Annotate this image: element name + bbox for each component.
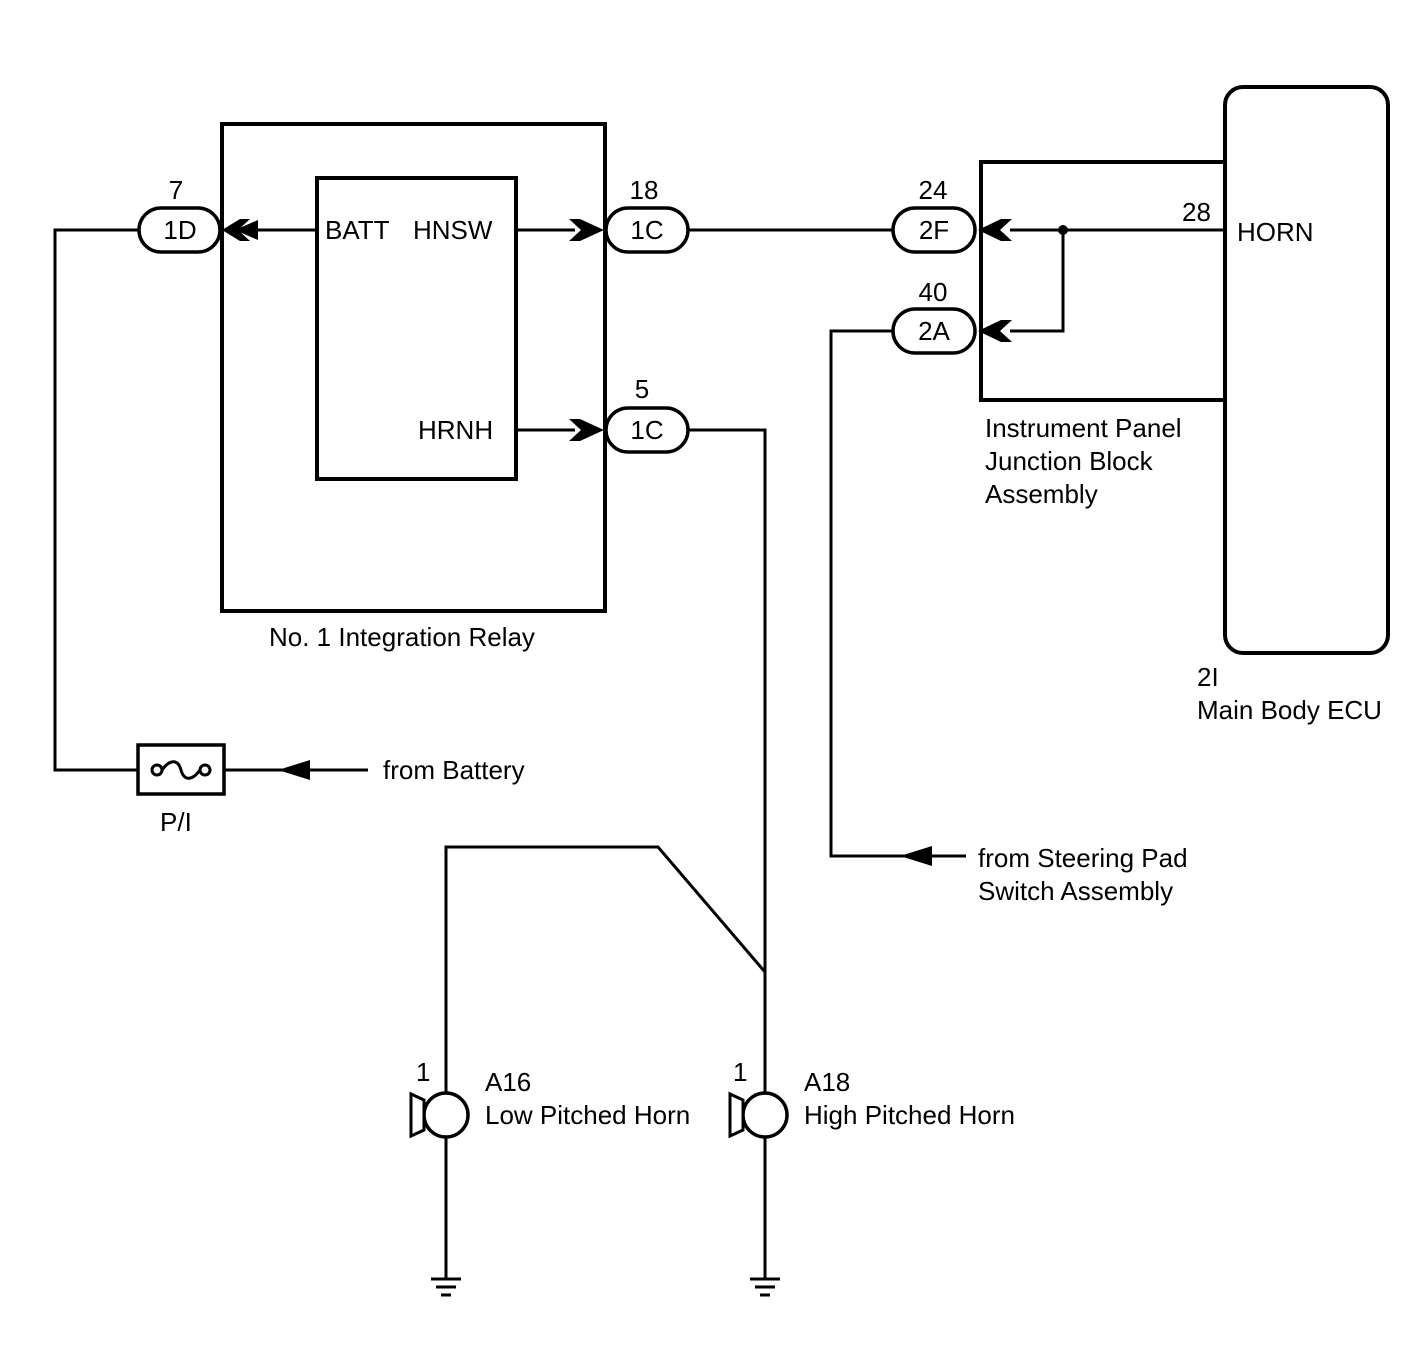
- ecu-pin-name: HORN: [1237, 217, 1314, 247]
- fuse-label: P/I: [160, 807, 192, 837]
- steering-source-label-1: from Steering Pad: [978, 843, 1188, 873]
- connector-2f-pin: 24: [919, 175, 948, 205]
- arrow-1d-head: [235, 220, 258, 240]
- splice-point: [1058, 225, 1068, 235]
- wire-branch-low-horn: [444, 845, 767, 1093]
- connector-1c-bottom: 1C 5: [569, 374, 690, 454]
- high-horn-code: A18: [804, 1067, 850, 1097]
- low-horn-pin: 1: [416, 1057, 430, 1087]
- arrow-1c-bottom-marker: [569, 419, 604, 441]
- steering-arrow-icon: [900, 846, 932, 866]
- fuse-element: [160, 760, 202, 780]
- ecu-box: [1223, 85, 1390, 655]
- high-horn-name: High Pitched Horn: [804, 1100, 1015, 1130]
- connector-1c-bottom-body: [604, 406, 690, 454]
- main-body-ecu: 28 HORN 2I Main Body ECU: [1182, 85, 1390, 725]
- ecu-pin-number: 28: [1182, 197, 1211, 227]
- connector-2a-code: 2A: [918, 316, 950, 346]
- connector-1c-top-body: [604, 206, 690, 254]
- ground-icon: [750, 1277, 780, 1297]
- connector-2a-body: [891, 307, 977, 355]
- junction-block-box: [979, 160, 1225, 402]
- low-horn-code: A16: [485, 1067, 531, 1097]
- connector-2a-pin: 40: [919, 277, 948, 307]
- relay-pin-hrnh: HRNH: [418, 415, 493, 445]
- relay-inner-box: [315, 176, 518, 481]
- arrow-1c-top-marker: [569, 219, 604, 241]
- junction-block-label-2: Junction Block: [985, 446, 1154, 476]
- high-pitched-horn: 1 A18 High Pitched Horn: [728, 1057, 1015, 1139]
- steering-source-label-2: Switch Assembly: [978, 876, 1173, 906]
- relay-outer-box: [220, 122, 607, 613]
- ecu-name: Main Body ECU: [1197, 695, 1382, 725]
- low-horn-body: [422, 1091, 470, 1139]
- wire-1c-to-horns: [688, 428, 767, 1093]
- fuse-box: [136, 743, 226, 796]
- wires: [53, 228, 1225, 1278]
- low-horn-icon: [409, 1091, 426, 1139]
- connector-1c-top-pin: 18: [630, 175, 659, 205]
- fuse-pi: P/I: [136, 743, 226, 837]
- fuse-terminal-left: [150, 763, 164, 777]
- wire-battery-to-1d: [53, 228, 140, 772]
- battery-source-label: from Battery: [383, 755, 525, 785]
- ecu-code: 2I: [1197, 662, 1219, 692]
- junction-block: Instrument Panel Junction Block Assembly: [979, 160, 1225, 509]
- relay-pin-batt: BATT: [325, 215, 390, 245]
- connector-1c-bottom-pin: 5: [635, 374, 649, 404]
- fuse-terminal-right: [198, 763, 212, 777]
- arrow-2f-marker: [978, 219, 1012, 241]
- high-horn-pin: 1: [733, 1057, 747, 1087]
- relay-pin-hnsw: HNSW: [413, 215, 493, 245]
- relay-title: No. 1 Integration Relay: [269, 622, 535, 652]
- ground-icon: [431, 1277, 461, 1297]
- integration-relay: BATT HNSW HRNH No. 1 Integration Relay: [220, 122, 607, 652]
- connector-2f-code: 2F: [919, 215, 949, 245]
- connector-1d-pin: 7: [169, 175, 183, 205]
- high-horn-icon: [728, 1091, 745, 1139]
- connector-2f: 2F 24: [891, 175, 1012, 254]
- high-horn-body: [741, 1091, 789, 1139]
- battery-arrow-icon: [278, 760, 310, 780]
- connector-1d: 1D 7: [137, 175, 258, 254]
- connector-2a: 2A 40: [891, 277, 1012, 355]
- connector-1c-top-code: 1C: [630, 215, 663, 245]
- low-horn-name: Low Pitched Horn: [485, 1100, 690, 1130]
- wire-jb-link-2a: [1010, 230, 1065, 333]
- connector-1d-body: [137, 206, 222, 254]
- connector-1d-code: 1D: [163, 215, 196, 245]
- connector-1c-top: 1C 18: [569, 175, 690, 254]
- low-pitched-horn: 1 A16 Low Pitched Horn: [409, 1057, 690, 1139]
- connector-1c-bottom-code: 1C: [630, 415, 663, 445]
- junction-block-label-3: Assembly: [985, 479, 1098, 509]
- connector-2f-body: [891, 206, 977, 254]
- wire-2a-to-steering: [829, 329, 966, 858]
- junction-block-label-1: Instrument Panel: [985, 413, 1182, 443]
- arrow-2a-marker: [978, 320, 1012, 342]
